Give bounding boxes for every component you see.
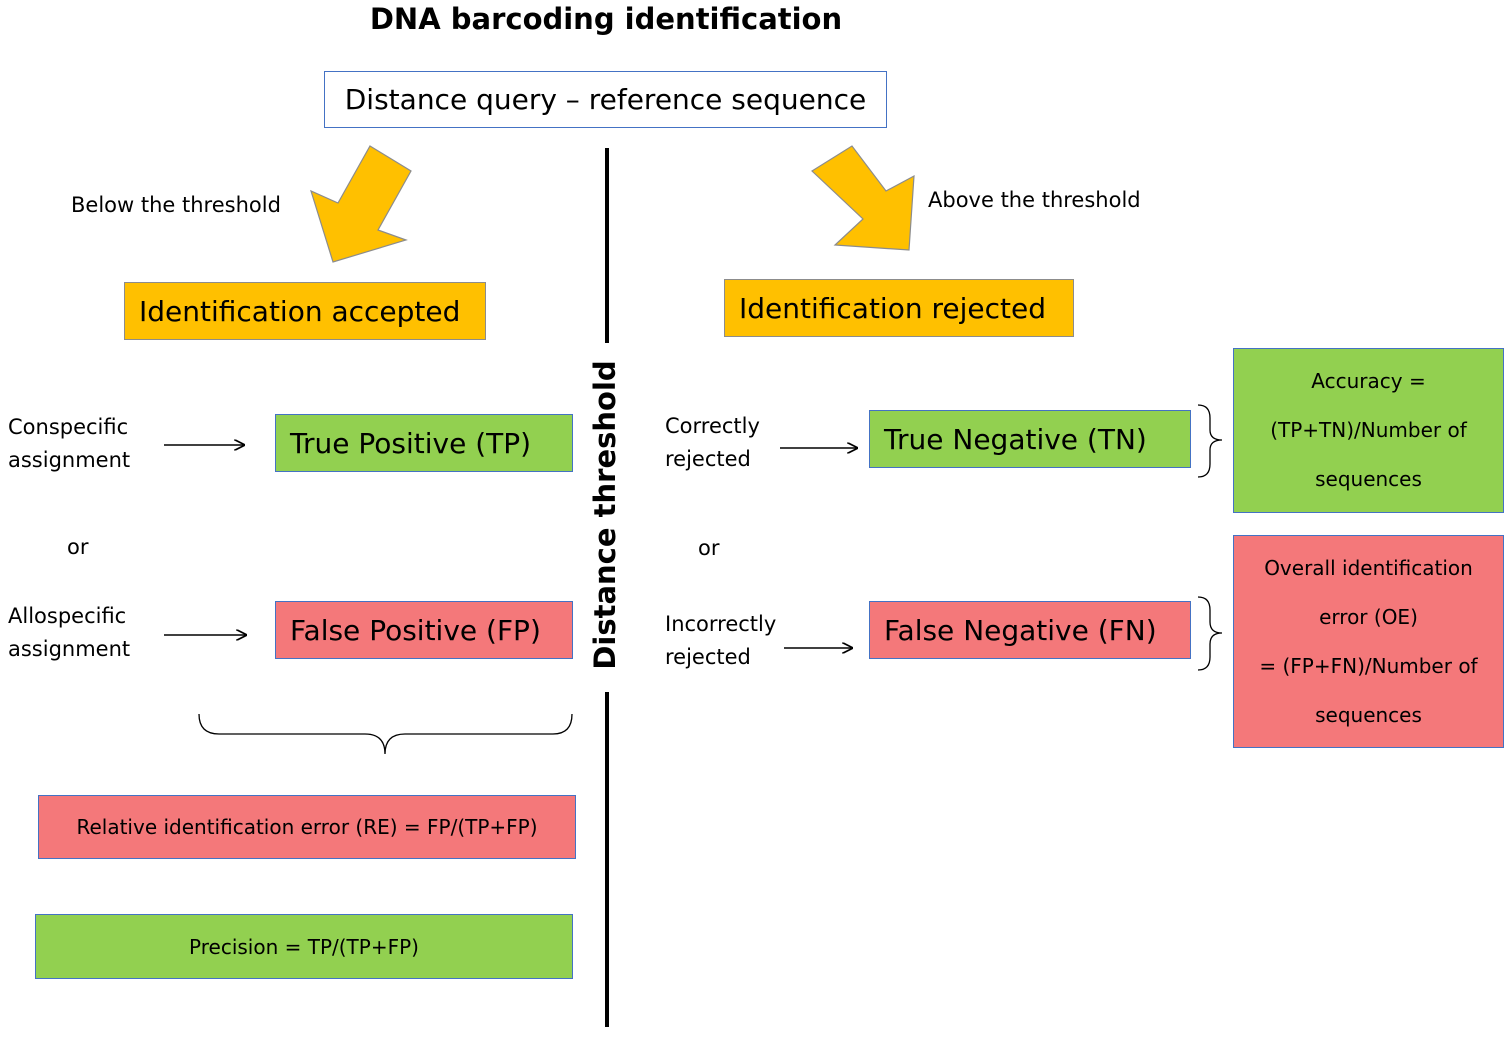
accuracy-line-3: sequences xyxy=(1315,467,1422,491)
identification-accepted-box: Identification accepted xyxy=(124,282,486,340)
correctly-rejected-label: Correctly rejected xyxy=(665,414,760,471)
allospecific-label: Allospecific assignment xyxy=(8,604,131,661)
false-negative-box: False Negative (FN) xyxy=(869,601,1191,659)
brace-accepted xyxy=(198,713,573,755)
overall-error-line-3: = (FP+FN)/Number of xyxy=(1259,653,1478,678)
overall-error-line-2: error (OE) xyxy=(1319,604,1418,629)
threshold-line-bottom xyxy=(605,692,609,1027)
true-positive-box: True Positive (TP) xyxy=(275,414,573,472)
diagram-title: DNA barcoding identification xyxy=(369,2,843,36)
left-or-label: or xyxy=(67,535,89,559)
accuracy-line-1: Accuracy = xyxy=(1311,369,1426,393)
right-or-label: or xyxy=(698,536,720,560)
left-branch-arrow xyxy=(310,145,412,263)
above-threshold-label: Above the threshold xyxy=(928,188,1141,212)
brace-accuracy xyxy=(1197,404,1223,478)
precision-box: Precision = TP/(TP+FP) xyxy=(35,914,573,979)
right-branch-arrow xyxy=(811,145,915,251)
threshold-line-top xyxy=(605,148,609,343)
overall-error-box: Overall identification error (OE) = (FP+… xyxy=(1233,535,1504,748)
below-threshold-label: Below the threshold xyxy=(71,193,281,217)
brace-overall-error xyxy=(1197,596,1223,671)
identification-rejected-box: Identification rejected xyxy=(724,279,1074,337)
relative-error-box: Relative identification error (RE) = FP/… xyxy=(38,795,576,859)
overall-error-line-1: Overall identification xyxy=(1264,555,1473,580)
true-negative-box: True Negative (TN) xyxy=(869,410,1191,468)
query-box: Distance query – reference sequence xyxy=(324,71,887,128)
accuracy-box: Accuracy = (TP+TN)/Number of sequences xyxy=(1233,348,1504,513)
incorrectly-rejected-label: Incorrectly rejected xyxy=(665,612,777,669)
conspecific-label: Conspecific assignment xyxy=(8,415,131,472)
overall-error-line-4: sequences xyxy=(1315,702,1422,727)
false-positive-box: False Positive (FP) xyxy=(275,601,573,659)
accuracy-line-2: (TP+TN)/Number of xyxy=(1270,418,1467,442)
